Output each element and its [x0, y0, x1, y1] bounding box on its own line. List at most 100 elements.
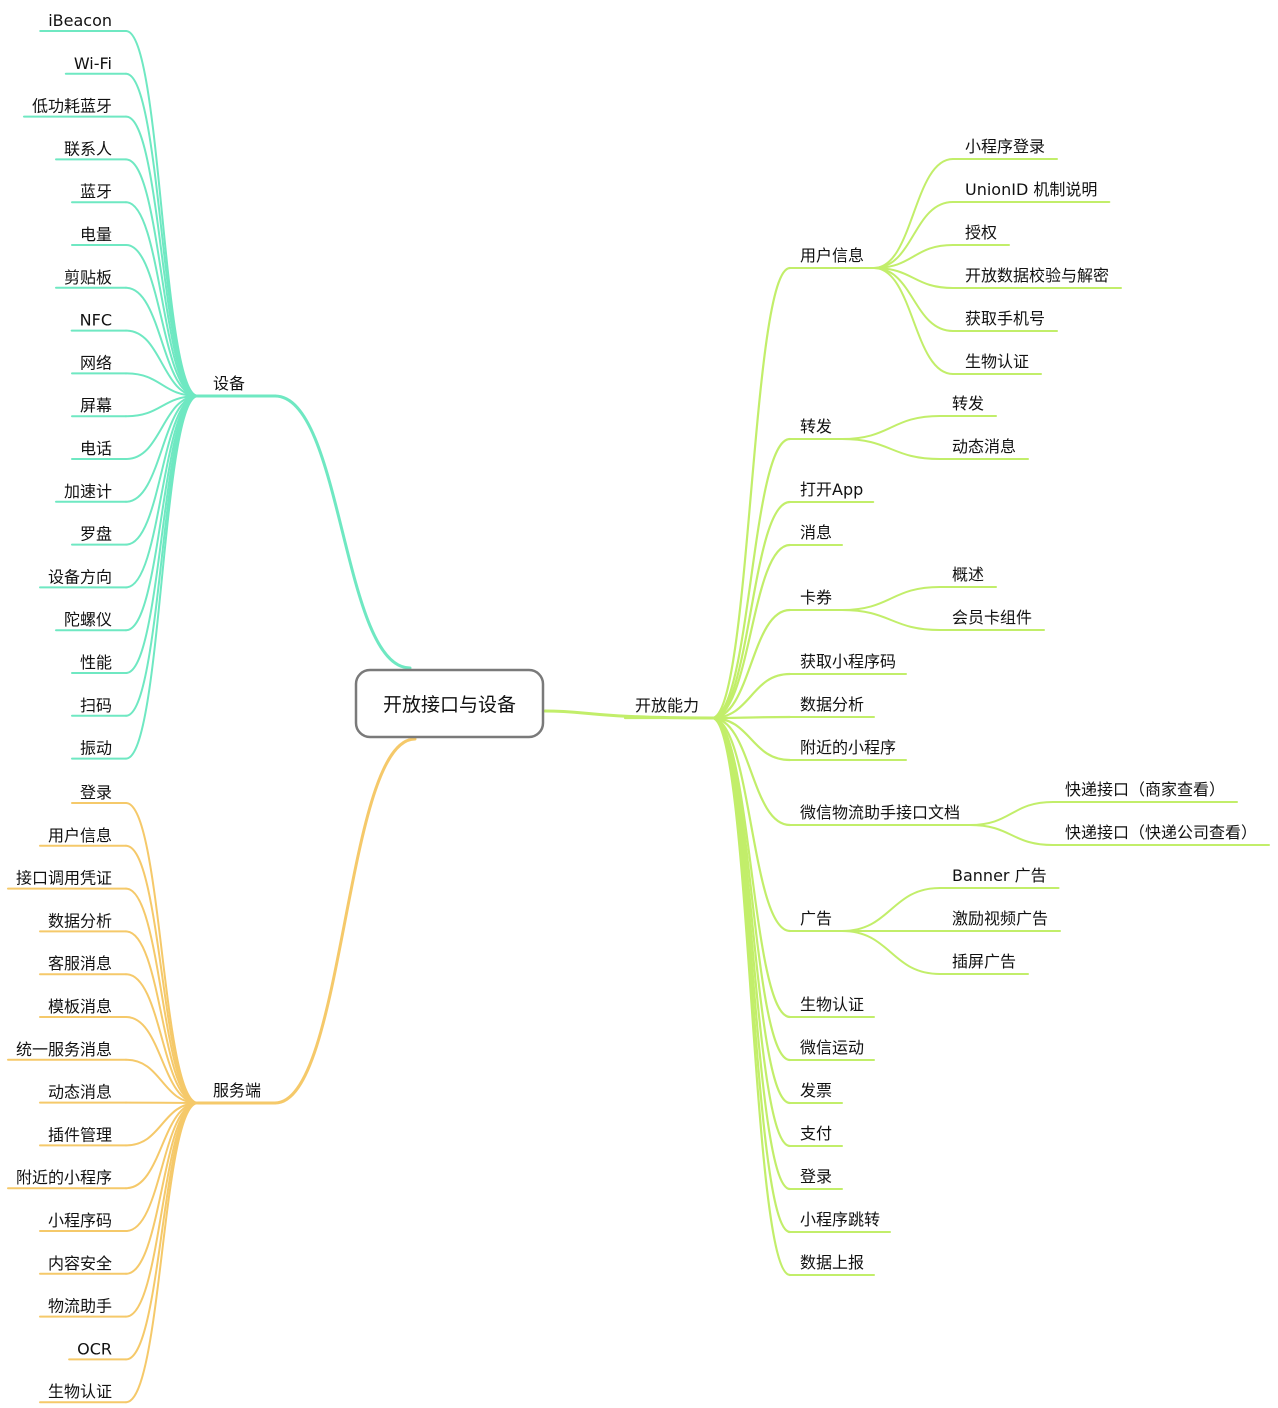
leaf-server-6[interactable]: 统一服务消息	[16, 1040, 112, 1059]
node-open-5[interactable]: 获取小程序码	[800, 652, 896, 671]
leaf-server-9[interactable]: 附近的小程序	[16, 1168, 112, 1187]
edge-open-14	[710, 716, 792, 1191]
leaf-device-7[interactable]: NFC	[80, 311, 112, 330]
node-open-8[interactable]: 微信物流助手接口文档	[800, 803, 960, 822]
leaf-open-0-3[interactable]: 开放数据校验与解密	[965, 266, 1109, 285]
leaf-server-5[interactable]: 模板消息	[48, 997, 112, 1016]
node-open-4[interactable]: 卡券	[800, 588, 832, 607]
leaf-device-1[interactable]: Wi-Fi	[74, 54, 112, 73]
leaf-server-7[interactable]: 动态消息	[48, 1083, 112, 1102]
edge-open-6	[710, 715, 792, 720]
leaf-device-10[interactable]: 电话	[80, 439, 112, 458]
node-open-14[interactable]: 登录	[800, 1167, 832, 1186]
leaf-server-2[interactable]: 接口调用凭证	[16, 869, 112, 888]
edge-device-4	[125, 201, 199, 397]
edge-open-1-0	[841, 415, 941, 440]
leaf-device-15[interactable]: 性能	[80, 653, 112, 672]
mind-map-edges	[6, 30, 1270, 1404]
leaf-server-4[interactable]: 客服消息	[48, 954, 112, 973]
leaf-device-2[interactable]: 低功耗蓝牙	[32, 97, 112, 116]
edge-open-8-0	[969, 801, 1054, 826]
edge-open-13	[710, 716, 792, 1148]
leaf-server-13[interactable]: OCR	[77, 1339, 112, 1358]
leaf-device-9[interactable]: 屏幕	[80, 396, 112, 415]
edge-open-2	[710, 500, 792, 720]
edge-open-3	[710, 543, 792, 720]
leaf-open-8-1[interactable]: 快递接口（快递公司查看）	[1065, 823, 1257, 842]
node-open-0[interactable]: 用户信息	[800, 246, 864, 265]
node-open-1[interactable]: 转发	[800, 417, 832, 436]
leaf-open-0-2[interactable]: 授权	[965, 223, 997, 242]
node-open-3[interactable]: 消息	[800, 523, 832, 542]
edge-device-9	[125, 395, 199, 418]
leaf-open-4-1[interactable]: 会员卡组件	[952, 608, 1032, 627]
node-open-2[interactable]: 打开App	[800, 480, 863, 499]
leaf-open-8-0[interactable]: 快递接口（商家查看）	[1065, 780, 1225, 799]
leaf-server-10[interactable]: 小程序码	[48, 1211, 112, 1230]
leaf-device-3[interactable]: 联系人	[64, 139, 112, 158]
node-open-15[interactable]: 小程序跳转	[800, 1210, 880, 1229]
edge-open-1	[710, 437, 792, 720]
edge-server-0	[125, 802, 199, 1104]
leaf-open-0-0[interactable]: 小程序登录	[965, 137, 1045, 156]
branch-label-device[interactable]: 设备	[213, 374, 245, 393]
leaf-open-1-1[interactable]: 动态消息	[952, 437, 1016, 456]
leaf-device-8[interactable]: 网络	[80, 353, 112, 372]
leaf-device-17[interactable]: 振动	[80, 739, 112, 758]
leaf-open-9-0[interactable]: Banner 广告	[952, 866, 1047, 885]
edge-server-2	[125, 887, 199, 1104]
leaf-open-9-2[interactable]: 插屏广告	[952, 952, 1016, 971]
node-open-11[interactable]: 微信运动	[800, 1038, 864, 1057]
branch-label-open[interactable]: 开放能力	[635, 696, 699, 715]
node-open-10[interactable]: 生物认证	[800, 995, 864, 1014]
edge-device-16	[125, 395, 199, 717]
edge-open-0	[710, 266, 792, 720]
leaf-device-14[interactable]: 陀螺仪	[64, 610, 112, 629]
leaf-open-0-4[interactable]: 获取手机号	[965, 309, 1045, 328]
edge-server-5	[125, 1016, 199, 1104]
leaf-device-4[interactable]: 蓝牙	[80, 182, 112, 201]
leaf-server-0[interactable]: 登录	[80, 783, 112, 802]
leaf-server-14[interactable]: 生物认证	[48, 1382, 112, 1401]
edge-open-8-1	[969, 824, 1054, 846]
leaf-server-12[interactable]: 物流助手	[48, 1297, 112, 1316]
edge-server-10	[125, 1102, 199, 1232]
edge-open-4	[710, 608, 792, 720]
leaf-server-3[interactable]: 数据分析	[48, 911, 112, 930]
edge-open-0-2	[873, 244, 954, 269]
edge-open-9	[710, 716, 792, 933]
edge-server-6	[125, 1058, 199, 1104]
edge-open-1-1	[841, 438, 941, 460]
leaf-device-6[interactable]: 剪贴板	[64, 268, 112, 287]
node-open-13[interactable]: 支付	[800, 1124, 832, 1143]
edge-open-8	[710, 716, 792, 827]
leaf-device-5[interactable]: 电量	[80, 225, 112, 244]
leaf-server-11[interactable]: 内容安全	[48, 1254, 112, 1273]
leaf-open-0-1[interactable]: UnionID 机制说明	[965, 180, 1097, 199]
leaf-device-12[interactable]: 罗盘	[80, 525, 112, 544]
edge-open-7	[710, 716, 792, 762]
leaf-device-16[interactable]: 扫码	[80, 696, 112, 715]
leaf-open-0-5[interactable]: 生物认证	[965, 352, 1029, 371]
edge-open-9-0	[841, 887, 941, 932]
node-open-6[interactable]: 数据分析	[800, 695, 864, 714]
leaf-device-13[interactable]: 设备方向	[48, 567, 112, 586]
edge-open-4-0	[841, 586, 941, 611]
root-node[interactable]: 开放接口与设备	[354, 668, 545, 739]
leaf-device-11[interactable]: 加速计	[64, 482, 112, 501]
node-open-12[interactable]: 发票	[800, 1081, 832, 1100]
leaf-open-9-1[interactable]: 激励视频广告	[952, 909, 1048, 928]
leaf-server-1[interactable]: 用户信息	[48, 826, 112, 845]
node-open-16[interactable]: 数据上报	[800, 1253, 864, 1272]
leaf-server-8[interactable]: 插件管理	[48, 1125, 112, 1144]
edge-root-server	[273, 737, 417, 1105]
node-open-9[interactable]: 广告	[800, 909, 832, 928]
edge-root-device	[273, 394, 412, 670]
leaf-open-4-0[interactable]: 概述	[952, 565, 984, 584]
node-open-7[interactable]: 附近的小程序	[800, 738, 896, 757]
leaf-device-0[interactable]: iBeacon	[48, 11, 112, 30]
edge-open-0-0	[873, 158, 954, 269]
edge-open-15	[710, 716, 792, 1234]
leaf-open-1-0[interactable]: 转发	[952, 394, 984, 413]
branch-label-server[interactable]: 服务端	[213, 1081, 261, 1100]
